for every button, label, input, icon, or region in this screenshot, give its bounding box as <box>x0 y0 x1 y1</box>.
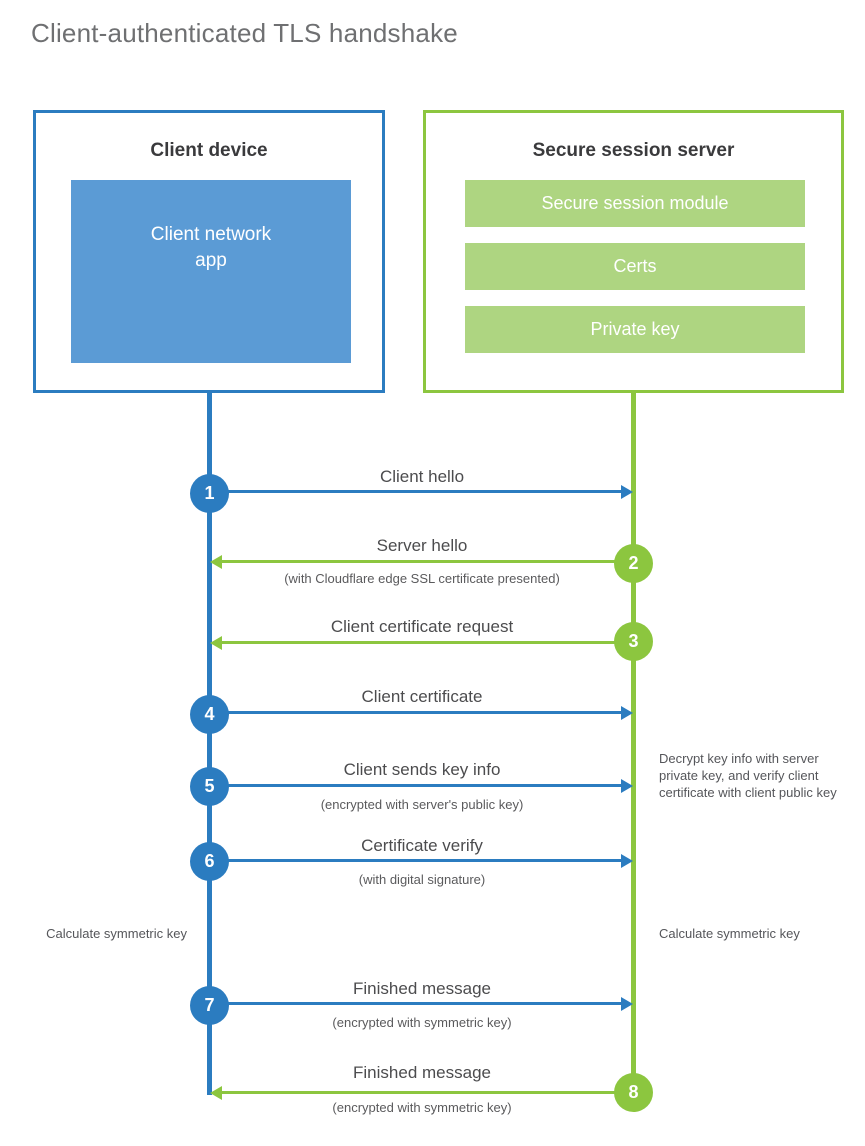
step-1-arrow-line <box>209 490 621 493</box>
server-module-private-key: Private key <box>465 306 805 353</box>
secure-session-server-box: Secure session server Secure session mod… <box>423 110 844 393</box>
server-module-secure-session-module: Secure session module <box>465 180 805 227</box>
step-1-arrow-head-right-icon <box>621 485 633 499</box>
client-device-box: Client device Client network app <box>33 110 385 393</box>
step-8-arrow-head-left-icon <box>210 1086 222 1100</box>
step-4-arrow-line <box>209 711 621 714</box>
step-4-arrow-head-right-icon <box>621 706 633 720</box>
step-2-arrow-line <box>222 560 634 563</box>
step-5-arrow-line <box>209 784 621 787</box>
step-7-circle[interactable]: 7 <box>190 986 229 1025</box>
step-1-label: Client hello <box>379 467 465 486</box>
step-8-label: Finished message <box>353 1063 491 1082</box>
step-7-sublabel: (encrypted with symmetric key) <box>332 1015 512 1030</box>
client-calculate-symmetric-key-annotation: Calculate symmetric key <box>46 926 187 941</box>
step-8-sublabel: (encrypted with symmetric key) <box>332 1100 512 1115</box>
client-device-title: Client device <box>150 140 268 161</box>
step-6-arrow-head-right-icon <box>621 854 633 868</box>
client-network-app-box: Client network app <box>71 180 351 363</box>
step-7-label: Finished message <box>353 979 491 998</box>
client-network-app-label: Client network app <box>71 222 351 274</box>
step-3-label: Client certificate request <box>330 617 514 636</box>
server-decrypt-annotation: Decrypt key info with server private key… <box>659 751 837 800</box>
page-title: Client-authenticated TLS handshake <box>31 18 458 48</box>
step-6-label: Certificate verify <box>361 836 483 855</box>
client-app-line-2: app <box>195 249 227 271</box>
step-5-circle[interactable]: 5 <box>190 767 229 806</box>
step-3-arrow-head-left-icon <box>210 636 222 650</box>
step-3-arrow-line <box>222 641 634 644</box>
step-2-sublabel: (with Cloudflare edge SSL certificate pr… <box>284 571 560 586</box>
server-calculate-symmetric-key-annotation: Calculate symmetric key <box>659 926 800 941</box>
step-3-circle[interactable]: 3 <box>614 622 653 661</box>
step-1-circle[interactable]: 1 <box>190 474 229 513</box>
step-4-circle[interactable]: 4 <box>190 695 229 734</box>
step-5-sublabel: (encrypted with server's public key) <box>320 797 524 812</box>
step-5-label: Client sends key info <box>343 760 501 779</box>
step-5-arrow-head-right-icon <box>621 779 633 793</box>
server-module-certs: Certs <box>465 243 805 290</box>
step-8-arrow-line <box>222 1091 634 1094</box>
step-7-arrow-head-right-icon <box>621 997 633 1011</box>
step-6-sublabel: (with digital signature) <box>358 872 486 887</box>
secure-session-server-title: Secure session server <box>532 140 735 161</box>
step-2-arrow-head-left-icon <box>210 555 222 569</box>
server-lifeline <box>631 393 636 1093</box>
step-2-circle[interactable]: 2 <box>614 544 653 583</box>
step-7-arrow-line <box>209 1002 621 1005</box>
step-2-label: Server hello <box>376 536 468 555</box>
step-8-circle[interactable]: 8 <box>614 1073 653 1112</box>
step-6-circle[interactable]: 6 <box>190 842 229 881</box>
step-6-arrow-line <box>209 859 621 862</box>
client-lifeline <box>207 393 212 1095</box>
client-app-line-1: Client network <box>150 223 272 245</box>
step-4-label: Client certificate <box>361 687 483 706</box>
